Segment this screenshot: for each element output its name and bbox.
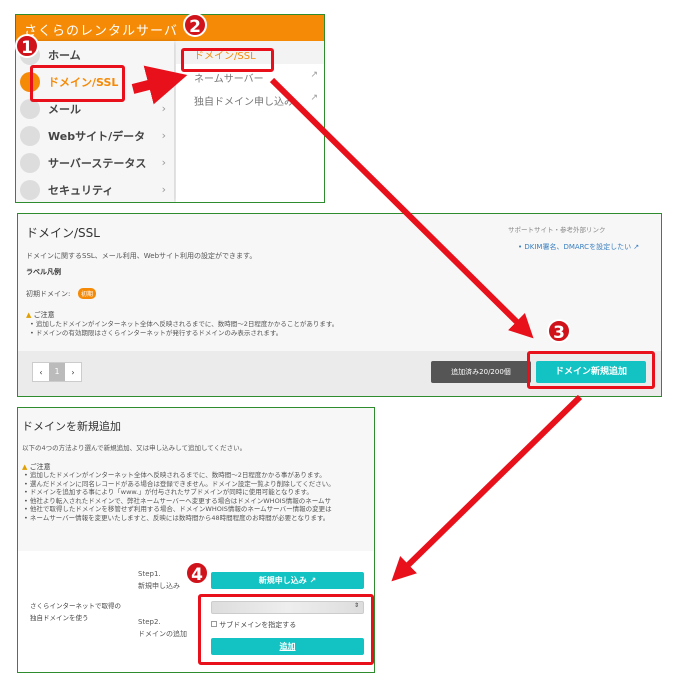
label: ご注意 <box>29 463 51 471</box>
external-link-icon: ↗ <box>310 93 318 103</box>
label: セキュリティ <box>48 183 114 197</box>
label: ホーム <box>48 48 81 62</box>
label: 新規申し込み <box>258 576 307 585</box>
chevron-right-icon: › <box>161 129 166 142</box>
warning-icon: ▲ <box>26 311 32 319</box>
highlight-box <box>30 65 125 102</box>
sidebar-item-server-status[interactable]: サーバーステータス › <box>16 149 174 176</box>
warning-icon: ▲ <box>22 463 28 471</box>
initial-domain-label: 初期ドメイン: <box>26 290 71 298</box>
label: Step1. <box>138 570 161 578</box>
subdomain-checkbox[interactable]: サブドメインを指定する <box>211 620 296 630</box>
add-button[interactable]: 追加 <box>211 638 364 655</box>
label: サブドメインを指定する <box>219 621 297 629</box>
page-title: ドメインを新規追加 <box>22 420 121 433</box>
step-badge-2: 2 <box>183 13 207 37</box>
step2-label: Step2. ドメインの追加 <box>138 616 187 640</box>
chevron-right-icon: › <box>161 102 166 115</box>
notice-title: ▲ ご注意 <box>26 310 55 320</box>
initial-badge: 初期 <box>78 288 97 299</box>
step1-label: Step1. 新規申し込み <box>138 568 180 592</box>
highlight-box <box>198 594 374 665</box>
chevron-right-icon: › <box>161 156 166 169</box>
sidebar-item-security[interactable]: セキュリティ › <box>16 176 174 202</box>
status-icon <box>20 152 40 173</box>
notice-item: ネームサーバー情報を変更いたしますと、反映には数時間から48時間程度のお時間が必… <box>24 514 335 523</box>
notice-title: ▲ ご注意 <box>22 462 51 472</box>
sidebar-item-mail[interactable]: メール › <box>16 95 174 122</box>
new-apply-button[interactable]: 新規申し込み ↗ <box>211 572 364 589</box>
prev-page-button[interactable]: ‹ <box>39 367 43 377</box>
description: ドメインに関するSSL、メール利用、Webサイト利用の設定ができます。 <box>26 252 257 260</box>
notice-item: 他社より転入されたドメインで、弊社ネームサーバーへ変更する場合はドメインWHOI… <box>24 497 335 506</box>
intro: 以下の4つの方法より選んで新規追加、又は申し込みして追加してください。 <box>22 444 247 452</box>
support-link[interactable]: • DKIM署名、DMARCを設定したい ↗ <box>518 243 640 251</box>
label: ドメイン/SSL <box>48 75 119 89</box>
select-arrows-icon: ⇕ <box>353 602 359 609</box>
next-page-button[interactable]: › <box>71 367 75 377</box>
label: ご注意 <box>33 311 55 319</box>
pagination: ‹ 1 › <box>32 362 82 382</box>
submenu-item-nameserver[interactable]: ネームサーバー ↗ <box>176 64 324 87</box>
external-link-icon: ↗ <box>310 70 318 80</box>
support-title: サポートサイト・参考外部リンク <box>508 226 606 234</box>
add-domain-page: ドメインを新規追加 以下の4つの方法より選んで新規追加、又は申し込みして追加して… <box>17 407 375 673</box>
current-page[interactable]: 1 <box>49 363 65 381</box>
arrow-1-to-2 <box>131 65 188 105</box>
label: Step2. <box>138 618 161 626</box>
label: ドメインの追加 <box>138 630 187 638</box>
add-domain-button[interactable]: ドメイン新規追加 <box>536 361 646 383</box>
highlight-box <box>181 48 274 72</box>
notice-item: 追加したドメインがインターネット全体へ反映されるまでに、数時間〜2日程度かかる事… <box>24 471 335 480</box>
step-badge-4: 4 <box>185 561 209 585</box>
label: Webサイト/データ <box>48 129 146 143</box>
domain-select[interactable]: ⇕ <box>211 601 364 614</box>
label: 新規申し込み <box>138 582 180 590</box>
website-icon <box>20 125 40 146</box>
page-title: ドメイン/SSL <box>26 226 100 240</box>
lock-icon <box>20 179 40 200</box>
step-badge-3: 3 <box>547 319 571 343</box>
notice-item: ドメインを追加する事により「www.」が付与されたサブドメインが同時に使用可能と… <box>24 488 335 497</box>
domain-ssl-page: ドメイン/SSL ドメインに関するSSL、メール利用、Webサイト利用の設定がで… <box>17 213 662 397</box>
external-link-icon: ↗ <box>309 576 317 585</box>
label: 独自ドメイン申し込み <box>194 97 294 108</box>
label: ネームサーバー <box>194 74 264 85</box>
notice-item: 他社で取得したドメインを移管せず利用する場合、ドメインWHOIS情報のネームサー… <box>24 505 335 514</box>
highlight-box <box>527 351 655 389</box>
notice-item: ドメインの有効期限はさくらインターネットが発行するドメインのみ表示されます。 <box>30 329 338 338</box>
step-badge-1: 1 <box>15 34 39 58</box>
submenu: ドメイン/SSL ネームサーバー ↗ 独自ドメイン申し込み ↗ <box>176 41 324 202</box>
arrow-3-to-4 <box>391 394 583 582</box>
checkbox-icon <box>211 621 217 627</box>
submenu-item-domain-ssl[interactable]: ドメイン/SSL <box>176 41 324 64</box>
label: サーバーステータス <box>48 156 147 170</box>
notice-item: 選んだドメインに同名レコードがある場合は登録できません。ドメイン設定一覧より削除… <box>24 480 335 489</box>
chevron-right-icon: › <box>161 183 166 196</box>
notice-item: 追加したドメインがインターネット全体へ反映されるまでに、数時間〜2日程度かかるこ… <box>30 320 338 329</box>
app-title: さくらのレンタルサーバ <box>16 15 324 41</box>
sidebar-item-website[interactable]: Webサイト/データ › <box>16 122 174 149</box>
label-legend: ラベル凡例 <box>26 268 61 276</box>
arrow-2-to-3 <box>269 77 534 339</box>
label: DKIM署名、DMARCを設定したい <box>524 243 632 251</box>
label: メール <box>48 102 81 116</box>
submenu-item-domain-apply[interactable]: 独自ドメイン申し込み ↗ <box>176 87 324 110</box>
mail-icon <box>20 98 40 119</box>
method-label: さくらインターネットで取得の独自ドメインを使う <box>30 602 121 622</box>
domain-count: 追加済み20/200個 <box>431 361 531 383</box>
